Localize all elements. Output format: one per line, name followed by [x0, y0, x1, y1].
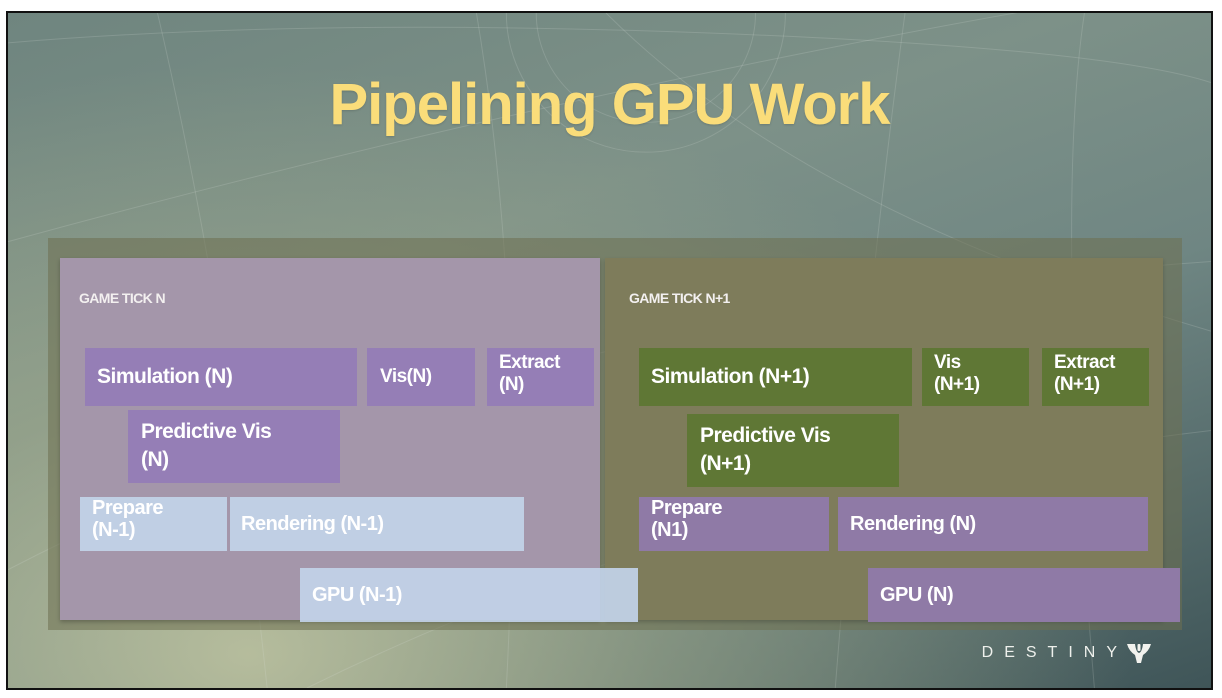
predictive-vis-n1-box: Predictive Vis (N+1) [687, 414, 899, 487]
prepare-n-1-box: Prepare (N-1) [80, 497, 227, 551]
vis-n1-box: Vis (N+1) [922, 348, 1029, 406]
game-tick-n1-label: GAME TICK N+1 [629, 290, 730, 306]
destiny-logo: DESTINY [982, 642, 1152, 664]
prepare-n-1-label-line2: (N-1) [92, 519, 136, 541]
extract-n-label-line1: Extract [499, 352, 560, 373]
simulation-n-label: Simulation (N) [97, 365, 233, 388]
rendering-n-1-label: Rendering (N-1) [241, 513, 384, 535]
destiny-wordmark: DESTINY [981, 644, 1128, 661]
vis-n-label: Vis(N) [380, 366, 432, 387]
predictive-vis-n1-label-line1: Predictive Vis [700, 424, 831, 447]
gpu-n-1-label: GPU (N-1) [312, 584, 402, 606]
predictive-vis-n1-label-line2: (N+1) [700, 452, 751, 475]
predictive-vis-n-box: Predictive Vis (N) [128, 410, 340, 483]
prepare-n1-box: Prepare (N1) [639, 497, 829, 551]
prepare-n1-label-line1: Prepare [651, 497, 723, 519]
gpu-n-box: GPU (N) [868, 568, 1180, 622]
extract-n1-box: Extract (N+1) [1042, 348, 1149, 406]
extract-n1-label-line1: Extract [1054, 352, 1115, 373]
gpu-n-label: GPU (N) [880, 584, 954, 606]
extract-n1-label-line2: (N+1) [1054, 374, 1100, 395]
rendering-n-label: Rendering (N) [850, 513, 976, 535]
gpu-n-1-box: GPU (N-1) [300, 568, 638, 622]
slide-title: Pipelining GPU Work [329, 72, 891, 137]
simulation-n1-label: Simulation (N+1) [651, 365, 810, 388]
rendering-n-box: Rendering (N) [838, 497, 1148, 551]
vis-n1-label-line1: Vis [934, 352, 961, 373]
predictive-vis-n-label-line1: Predictive Vis [141, 420, 272, 443]
rendering-n-1-box: Rendering (N-1) [230, 497, 524, 551]
extract-n-box: Extract (N) [487, 348, 594, 406]
destiny-tricorn-icon [1127, 644, 1151, 663]
game-tick-n-label: GAME TICK N [79, 290, 166, 306]
vis-n1-label-line2: (N+1) [934, 374, 980, 395]
simulation-n-box: Simulation (N) [85, 348, 357, 406]
predictive-vis-n-label-line2: (N) [141, 448, 169, 471]
simulation-n1-box: Simulation (N+1) [639, 348, 912, 406]
extract-n-label-line2: (N) [499, 374, 524, 395]
prepare-n-1-label-line1: Prepare [92, 497, 164, 519]
vis-n-box: Vis(N) [367, 348, 475, 406]
prepare-n1-label-line2: (N1) [651, 519, 688, 541]
